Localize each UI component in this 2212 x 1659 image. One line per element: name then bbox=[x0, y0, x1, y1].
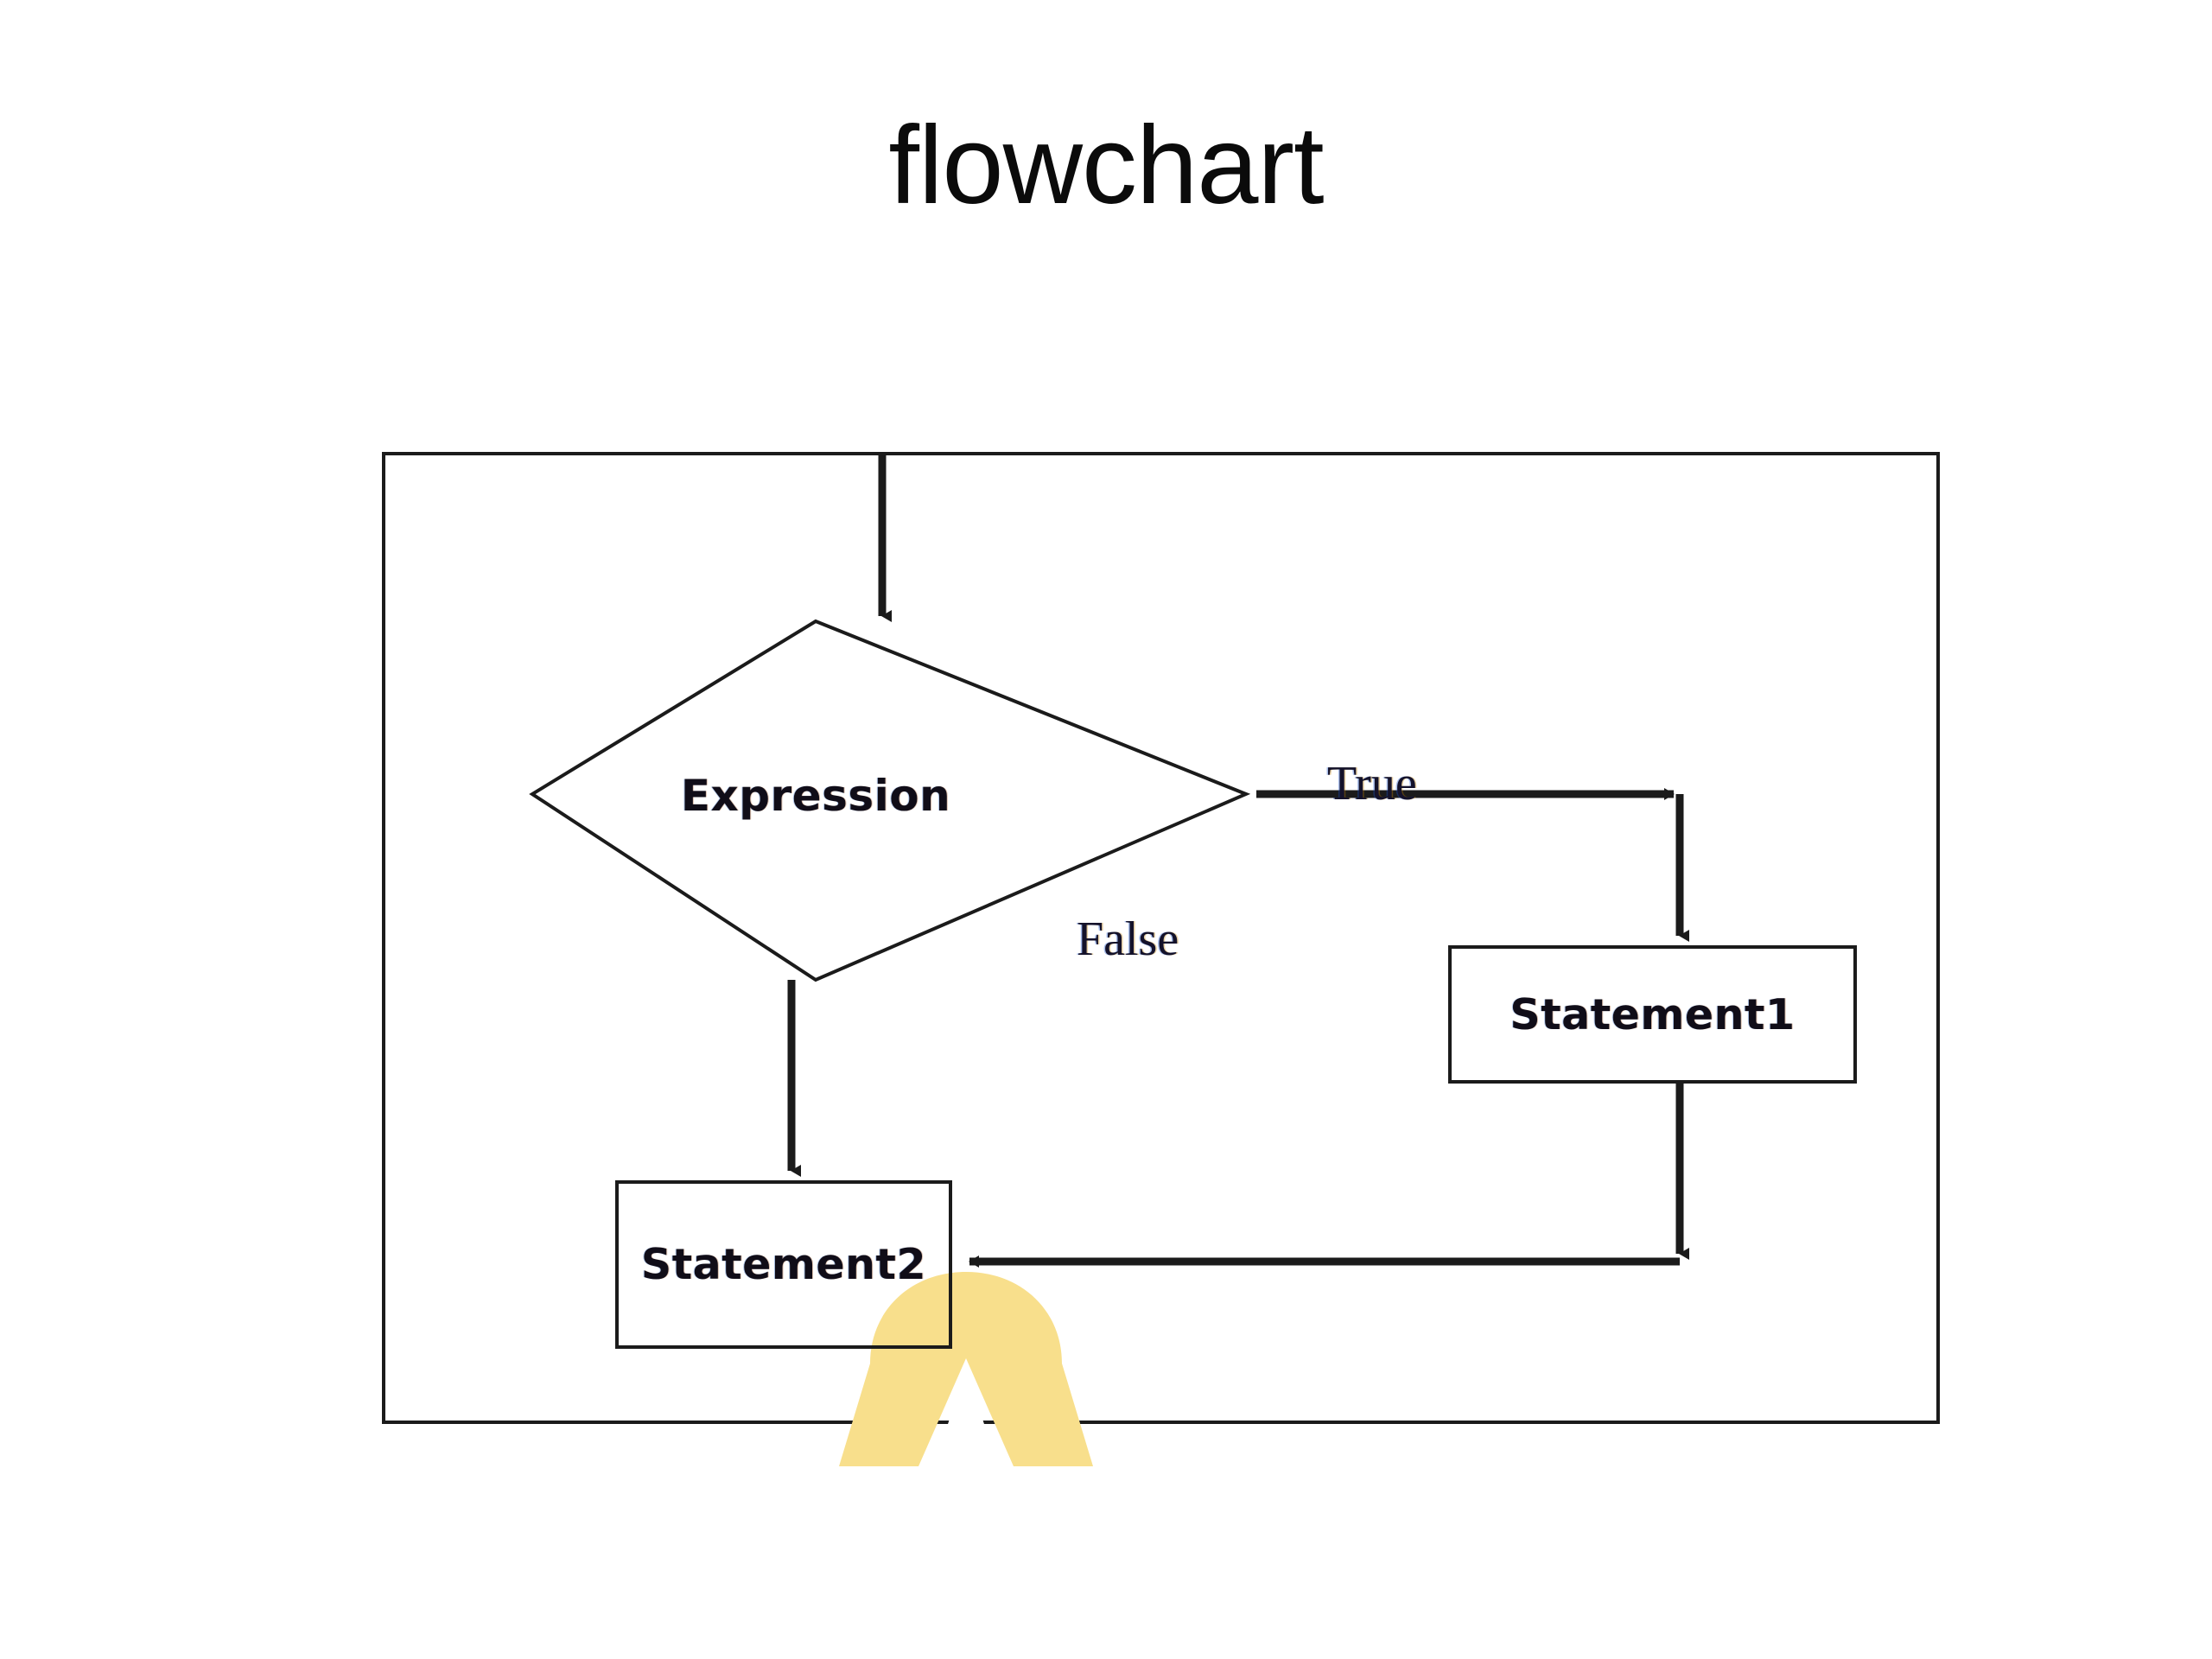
process-node-statement2-label: Statement2 bbox=[640, 1240, 927, 1289]
process-node-statement1: Statement1 bbox=[1448, 945, 1857, 1084]
process-node-statement1-label: Statement1 bbox=[1510, 989, 1796, 1039]
decision-diamond bbox=[529, 619, 1251, 982]
diagram-frame: Expression True False Statement1 Stateme… bbox=[382, 452, 1943, 1466]
page-title: flowchart bbox=[888, 104, 1324, 227]
diagram-canvas: Expression True False Statement1 Stateme… bbox=[385, 455, 1943, 1466]
connector-layer bbox=[529, 455, 1689, 1268]
edge-label-true: True bbox=[1327, 757, 1417, 810]
edge-label-false: False bbox=[1077, 912, 1179, 966]
process-node-statement2: Statement2 bbox=[615, 1180, 952, 1349]
decision-node-label: Expression bbox=[680, 771, 951, 821]
